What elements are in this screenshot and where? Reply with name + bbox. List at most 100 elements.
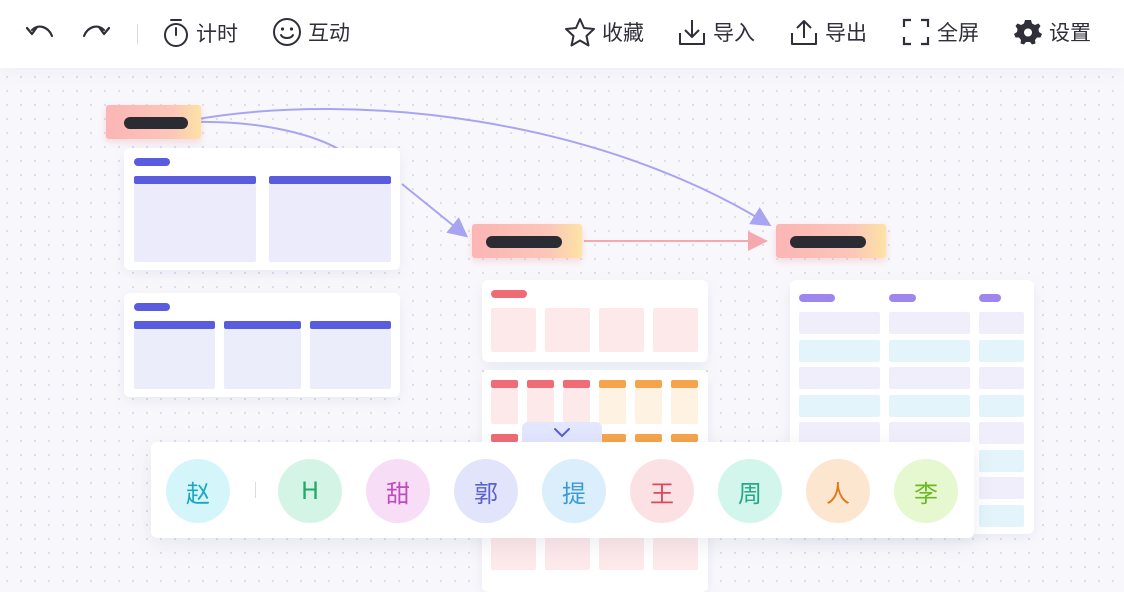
- column-header: [269, 176, 391, 184]
- kanban-header: [599, 380, 626, 388]
- import-label: 导入: [713, 21, 755, 45]
- star-icon: [565, 18, 595, 47]
- user-avatar[interactable]: 甜: [366, 459, 430, 523]
- user-bar-collapse-button[interactable]: [522, 422, 602, 444]
- kanban-header: [671, 380, 698, 388]
- kanban-header: [527, 380, 554, 388]
- user-avatar[interactable]: 王: [630, 459, 694, 523]
- kanban-header: [671, 434, 698, 442]
- grid-cell: [491, 308, 536, 352]
- column-body: [269, 184, 391, 262]
- grid-cell: [599, 536, 644, 570]
- smile-icon: [273, 18, 301, 46]
- table-cell: [799, 339, 880, 362]
- timer-button[interactable]: 计时: [162, 17, 238, 49]
- column-header: [134, 176, 256, 184]
- user-avatar[interactable]: 赵: [166, 459, 230, 523]
- topic-node-right[interactable]: [776, 224, 886, 258]
- divider: [255, 482, 256, 498]
- timer-label: 计时: [196, 22, 238, 46]
- column-header: [224, 321, 301, 329]
- user-avatar[interactable]: 周: [718, 459, 782, 523]
- card-title-bar: [491, 290, 527, 298]
- user-avatar[interactable]: 李: [894, 459, 958, 523]
- table-cell: [799, 312, 880, 334]
- kanban-header: [491, 434, 518, 442]
- kanban-header: [635, 434, 662, 442]
- interact-label: 互动: [308, 21, 350, 45]
- top-toolbar: 计时 互动 收藏 导入 导出: [0, 0, 1124, 68]
- table-cell: [799, 394, 880, 417]
- settings-label: 设置: [1049, 21, 1091, 45]
- export-button[interactable]: 导出: [789, 17, 867, 47]
- grid-cell: [653, 308, 698, 352]
- table-cell: [889, 339, 970, 362]
- chevron-down-icon: [554, 428, 570, 438]
- grid-cell: [545, 536, 590, 570]
- stopwatch-icon: [164, 19, 188, 47]
- table-cell: [979, 339, 1024, 362]
- user-avatar[interactable]: 人: [806, 459, 870, 523]
- grid-cell: [599, 308, 644, 352]
- gear-icon: [1014, 20, 1042, 45]
- undo-button[interactable]: [24, 22, 56, 46]
- table-cell: [889, 394, 970, 417]
- favorite-button[interactable]: 收藏: [564, 17, 644, 47]
- redo-icon: [82, 25, 111, 38]
- user-avatar[interactable]: H: [278, 459, 342, 523]
- favorite-label: 收藏: [602, 21, 644, 45]
- kanban-header: [563, 380, 590, 388]
- export-label: 导出: [825, 21, 867, 45]
- grid-cell: [491, 536, 536, 570]
- toolbar-divider: [137, 24, 138, 44]
- template-card-grid[interactable]: [482, 280, 708, 362]
- column-header: [134, 321, 215, 329]
- column-header: [310, 321, 391, 329]
- grid-cell: [653, 536, 698, 570]
- column-body: [134, 329, 215, 389]
- kanban-cell: [599, 388, 626, 424]
- kanban-cell: [491, 388, 518, 424]
- card-title-bar: [134, 158, 170, 166]
- connector-2: [401, 183, 469, 238]
- kanban-cell: [563, 388, 590, 424]
- download-icon: [679, 20, 705, 45]
- table-cell: [979, 449, 1024, 472]
- settings-button[interactable]: 设置: [1013, 17, 1091, 47]
- upload-icon: [791, 20, 817, 45]
- topic-node-middle[interactable]: [472, 224, 582, 258]
- table-cell: [889, 367, 970, 389]
- table-cell: [799, 367, 880, 389]
- user-avatar[interactable]: 郭: [454, 459, 518, 523]
- fullscreen-label: 全屏: [937, 21, 979, 45]
- undo-icon: [25, 25, 54, 38]
- fullscreen-button[interactable]: 全屏: [901, 17, 979, 47]
- table-cell: [799, 422, 880, 444]
- column-body: [224, 329, 301, 389]
- table-header: [889, 294, 916, 302]
- fullscreen-icon: [902, 18, 930, 46]
- user-avatar[interactable]: 提: [542, 459, 606, 523]
- topic-node-root[interactable]: [106, 105, 201, 139]
- redo-button[interactable]: [80, 22, 112, 46]
- table-cell: [979, 367, 1024, 389]
- interact-button[interactable]: 互动: [272, 17, 350, 47]
- table-header: [979, 294, 1001, 302]
- kanban-header: [635, 380, 662, 388]
- import-button[interactable]: 导入: [677, 17, 755, 47]
- column-body: [134, 184, 256, 262]
- template-card-three-column[interactable]: [124, 293, 400, 397]
- topic-node-label-bar: [790, 236, 866, 248]
- table-cell: [889, 312, 970, 334]
- table-cell: [979, 312, 1024, 334]
- table-cell: [979, 504, 1024, 527]
- kanban-cell: [671, 388, 698, 424]
- kanban-cell: [527, 388, 554, 424]
- table-cell: [889, 422, 970, 444]
- topic-node-label-bar: [486, 236, 562, 248]
- kanban-header: [599, 434, 626, 442]
- template-card-two-column[interactable]: [124, 148, 400, 270]
